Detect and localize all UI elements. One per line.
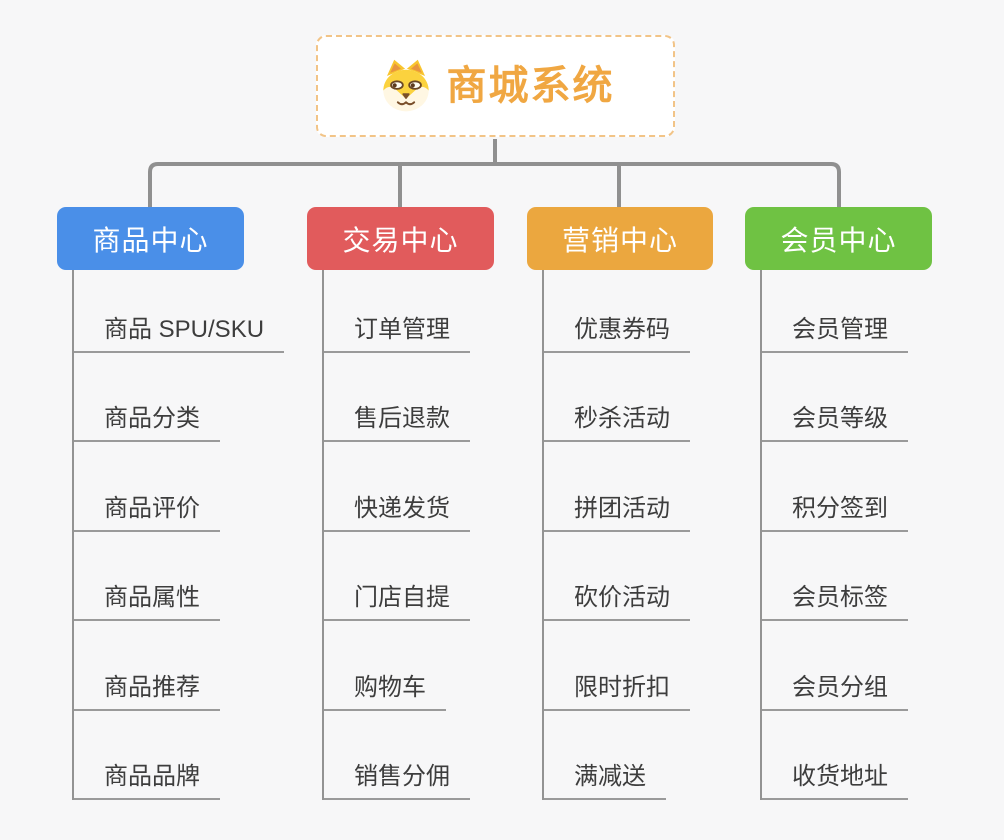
branch-node-marketing-center[interactable]: 营销中心: [527, 207, 713, 270]
child-node[interactable]: 收货地址: [762, 711, 908, 800]
child-node[interactable]: 秒杀活动: [544, 353, 690, 443]
branch-label: 营销中心: [561, 224, 678, 256]
branch-children-member-center: 会员管理 会员等级 积分签到 会员标签 会员分组 收货地址: [760, 270, 908, 800]
child-node[interactable]: 满减送: [544, 711, 666, 800]
child-node[interactable]: 快递发货: [324, 442, 470, 532]
child-node[interactable]: 会员标签: [762, 532, 908, 622]
branch-node-product-center[interactable]: 商品中心: [57, 207, 244, 270]
child-node[interactable]: 拼团活动: [544, 442, 690, 532]
root-node-label: 商城系统: [446, 64, 615, 108]
child-node[interactable]: 限时折扣: [544, 621, 690, 711]
branch-node-member-center[interactable]: 会员中心: [745, 207, 932, 270]
child-node[interactable]: 订单管理: [324, 270, 470, 353]
dog-face-icon: [382, 59, 429, 112]
child-node[interactable]: 售后退款: [324, 353, 470, 443]
child-node[interactable]: 购物车: [324, 621, 446, 711]
child-node[interactable]: 优惠券码: [544, 270, 690, 353]
child-node[interactable]: 门店自提: [324, 532, 470, 622]
child-node[interactable]: 商品推荐: [74, 621, 220, 711]
child-node[interactable]: 会员管理: [762, 270, 908, 353]
branch-label: 商品中心: [92, 224, 209, 256]
child-node[interactable]: 砍价活动: [544, 532, 690, 622]
branch-node-trade-center[interactable]: 交易中心: [307, 207, 494, 270]
branch-children-trade-center: 订单管理 售后退款 快递发货 门店自提 购物车 销售分佣: [322, 270, 470, 800]
branch-children-marketing-center: 优惠券码 秒杀活动 拼团活动 砍价活动 限时折扣 满减送: [542, 270, 690, 800]
root-node-mall-system[interactable]: 商城系统: [316, 35, 675, 137]
child-node[interactable]: 商品品牌: [74, 711, 220, 800]
branch-label: 会员中心: [780, 224, 897, 256]
branch-label: 交易中心: [342, 224, 459, 256]
child-node[interactable]: 商品属性: [74, 532, 220, 622]
branch-children-product-center: 商品 SPU/SKU 商品分类 商品评价 商品属性 商品推荐 商品品牌: [72, 270, 285, 800]
child-node[interactable]: 商品 SPU/SKU: [74, 270, 285, 353]
child-node[interactable]: 商品评价: [74, 442, 220, 532]
child-node[interactable]: 销售分佣: [324, 711, 470, 800]
child-node[interactable]: 商品分类: [74, 353, 220, 443]
child-node[interactable]: 积分签到: [762, 442, 908, 532]
child-node[interactable]: 会员等级: [762, 353, 908, 443]
child-node[interactable]: 会员分组: [762, 621, 908, 711]
